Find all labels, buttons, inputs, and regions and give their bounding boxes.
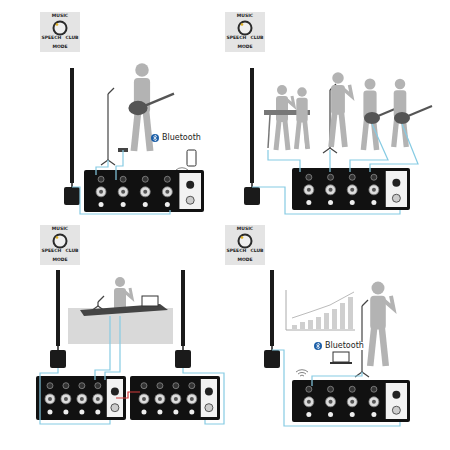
mode-label: SPEECH (42, 36, 62, 41)
person-silhouette (296, 87, 307, 149)
wireless-signal (300, 375, 304, 377)
mode-knob-box: MUSIC SPEECHCLUB MODE (40, 225, 80, 265)
chart-bar (308, 320, 313, 329)
cable (370, 124, 418, 172)
column-speaker (244, 68, 260, 205)
column-speaker (64, 68, 80, 205)
cable (268, 150, 300, 172)
mixer-panel (36, 376, 126, 420)
mixer-panel (292, 168, 410, 210)
cable (312, 372, 362, 386)
wireless-signal (298, 372, 306, 374)
mixer-panel (130, 376, 220, 420)
bluetooth-label: Bluetooth (324, 342, 365, 350)
cable (116, 150, 123, 180)
cable (105, 316, 120, 380)
laptop (333, 352, 349, 362)
mode-label: MODE (52, 45, 67, 50)
wireless-signal (296, 370, 308, 372)
mode-label: SPEECH (42, 249, 62, 254)
mode-label: MODE (52, 258, 67, 263)
mode-knob-box: MUSIC SPEECHCLUB MODE (225, 225, 265, 265)
mixer-panel (84, 170, 204, 212)
guitar (128, 94, 174, 116)
cable (350, 124, 388, 172)
mode-label: MUSIC (237, 227, 253, 232)
chart-axis (286, 290, 355, 330)
bluetooth-label: Bluetooth (161, 134, 202, 142)
mixer-panel (292, 380, 410, 422)
mic-stand (91, 296, 105, 311)
cable (252, 187, 400, 214)
wireless-signal (176, 168, 188, 170)
mode-label: MUSIC (237, 14, 253, 19)
mic-stand (101, 88, 115, 165)
cable (272, 350, 400, 426)
guitar (394, 106, 432, 124)
chart-bar (300, 322, 305, 329)
mode-label: MUSIC (52, 227, 68, 232)
cable (96, 160, 108, 175)
mode-label: SPEECH (227, 249, 247, 254)
column-speaker (175, 270, 191, 368)
mic-stand (355, 300, 369, 377)
cable (40, 368, 110, 424)
chart-bar (348, 297, 353, 329)
mode-knob-box: MUSIC SPEECHCLUB MODE (40, 12, 80, 52)
chart-bar (324, 313, 329, 329)
laptop (330, 362, 352, 364)
chart-line (292, 292, 354, 318)
chart-bar (340, 303, 345, 329)
mode-label: CLUB (65, 249, 78, 254)
column-speaker (264, 270, 280, 368)
bluetooth-icon (151, 134, 159, 142)
person-silhouette (331, 72, 352, 147)
chart-bar (332, 309, 337, 329)
person-silhouette (370, 282, 393, 367)
laptop (142, 296, 158, 306)
chart-bar (292, 325, 297, 329)
mode-label: CLUB (250, 36, 263, 41)
smartphone (187, 150, 196, 166)
cable (72, 187, 170, 214)
mode-label: MUSIC (52, 14, 68, 19)
person-silhouette (276, 85, 294, 150)
cable (183, 368, 224, 424)
mode-label: CLUB (65, 36, 78, 41)
cable (329, 150, 330, 172)
cable (95, 316, 110, 380)
mode-label: CLUB (250, 249, 263, 254)
mode-knob-box: MUSIC SPEECHCLUB MODE (225, 12, 265, 52)
mode-label: MODE (237, 258, 252, 263)
keyboard-stand (268, 115, 270, 148)
mode-label: SPEECH (227, 36, 247, 41)
bluetooth-icon (314, 342, 322, 350)
chart-bar (316, 317, 321, 329)
cable (116, 392, 140, 398)
column-speaker (50, 270, 66, 368)
mode-label: MODE (237, 45, 252, 50)
